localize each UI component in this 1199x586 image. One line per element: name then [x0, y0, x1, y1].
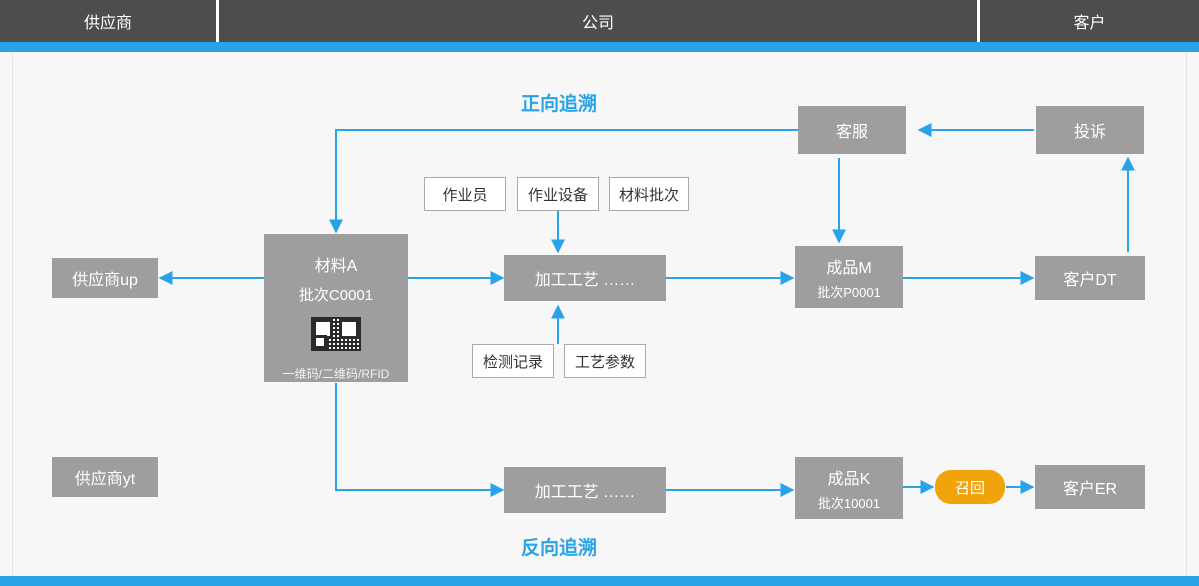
node-recall[interactable]: 召回	[935, 470, 1005, 504]
node-product-k-title: 成品K	[827, 470, 871, 488]
node-product-k-batch: 批次10001	[817, 495, 881, 511]
forward-trace-label: 正向追溯	[521, 94, 598, 115]
node-supplier-up-label: 供应商up	[72, 272, 138, 289]
node-customer-er[interactable]: 客户ER	[1035, 465, 1145, 509]
node-recall-label: 召回	[954, 479, 985, 497]
node-product-m-title: 成品M	[826, 259, 872, 277]
qr-code-icon	[311, 317, 361, 351]
node-process-top-label: 加工工艺 ……	[534, 272, 636, 289]
node-product-m[interactable]: 成品M 批次P0001	[795, 246, 903, 308]
node-supplier-yt-label: 供应商yt	[74, 471, 136, 488]
attribute-material-batch-label: 材料批次	[618, 186, 679, 204]
node-complaint[interactable]: 投诉	[1036, 106, 1144, 154]
attribute-equipment[interactable]: 作业设备	[517, 177, 599, 211]
node-material-a-title: 材料A	[314, 258, 358, 275]
node-product-m-batch: 批次P0001	[817, 284, 881, 300]
node-complaint-label: 投诉	[1073, 124, 1106, 141]
attribute-operator-label: 作业员	[442, 186, 488, 204]
node-product-k[interactable]: 成品K 批次10001	[795, 457, 903, 519]
node-customer-service[interactable]: 客服	[798, 106, 906, 154]
node-material-a[interactable]: 材料A 批次C0001 一维码/二维码/RFID	[264, 234, 408, 382]
node-customer-dt[interactable]: 客户DT	[1035, 256, 1145, 300]
accent-bar-bottom	[0, 576, 1199, 586]
header-column-company-label: 公司	[581, 15, 614, 32]
backward-trace-label: 反向追溯	[521, 538, 598, 559]
header-column-company: 公司	[219, 0, 977, 51]
header-bar: 供应商 公司 客户	[0, 0, 1199, 51]
attribute-process-parameters[interactable]: 工艺参数	[564, 344, 646, 378]
node-material-a-batch: 批次C0001	[298, 287, 374, 304]
attribute-operator[interactable]: 作业员	[424, 177, 506, 211]
node-customer-service-label: 客服	[835, 124, 868, 141]
node-material-a-codes: 一维码/二维码/RFID	[282, 367, 390, 381]
attribute-material-batch[interactable]: 材料批次	[609, 177, 689, 211]
attribute-inspection-record[interactable]: 检测记录	[472, 344, 554, 378]
header-column-supplier-label: 供应商	[83, 15, 132, 32]
header-column-customer: 客户	[980, 0, 1199, 51]
canvas-guide-line-right	[1186, 52, 1187, 576]
attribute-process-parameters-label: 工艺参数	[574, 353, 635, 371]
node-process-bottom-label: 加工工艺 ……	[534, 484, 636, 501]
node-supplier-yt[interactable]: 供应商yt	[52, 457, 158, 497]
attribute-equipment-label: 作业设备	[527, 186, 588, 204]
node-supplier-up[interactable]: 供应商up	[52, 258, 158, 298]
node-process-bottom[interactable]: 加工工艺 ……	[504, 467, 666, 513]
attribute-inspection-record-label: 检测记录	[482, 353, 543, 371]
accent-bar-top	[0, 42, 1199, 52]
header-column-customer-label: 客户	[1073, 15, 1106, 32]
node-process-top[interactable]: 加工工艺 ……	[504, 255, 666, 301]
canvas-guide-line-left	[12, 52, 13, 576]
node-customer-er-label: 客户ER	[1062, 481, 1118, 498]
header-column-supplier: 供应商	[0, 0, 216, 51]
node-customer-dt-label: 客户DT	[1063, 272, 1117, 289]
